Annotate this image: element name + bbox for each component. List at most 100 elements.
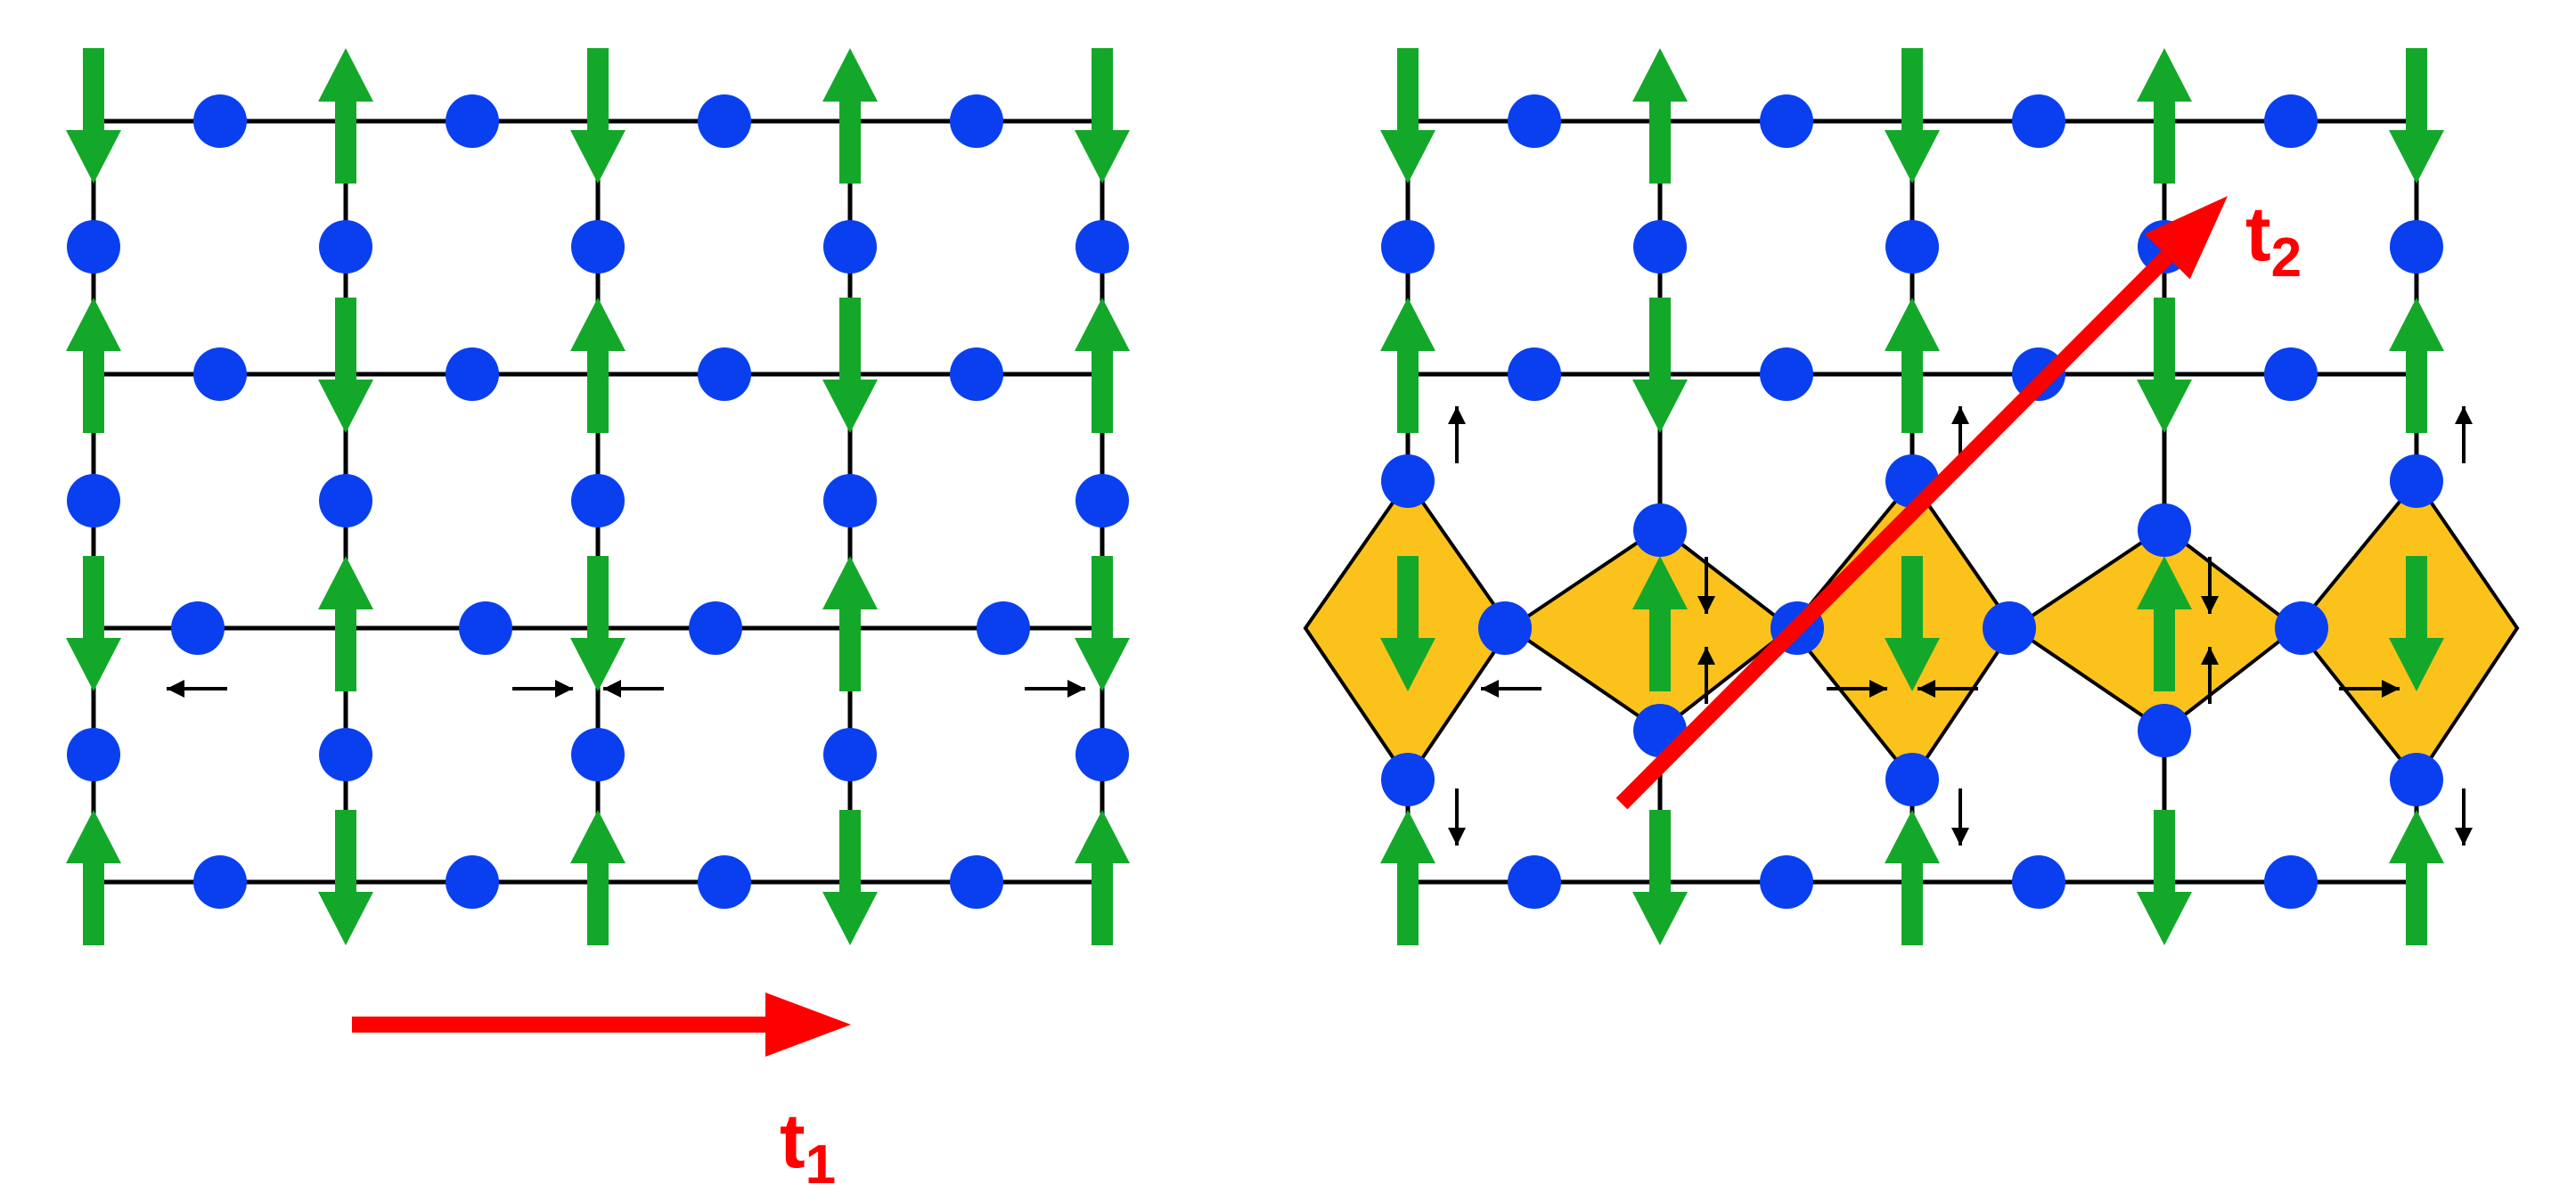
atom-dot — [823, 728, 877, 781]
atom-dot — [571, 474, 625, 527]
atom-dot — [1760, 347, 1813, 401]
translation-vector-t1 — [352, 993, 851, 1057]
spin-arrow-icon — [1632, 298, 1688, 433]
t1-vector-label: t1 — [780, 1099, 836, 1196]
spin-arrow-icon — [1632, 556, 1688, 691]
spin-arrow-icon — [2137, 810, 2192, 945]
displacement-arrow-icon — [2201, 557, 2219, 614]
spin-arrow-icon — [1380, 298, 1435, 433]
spin-arrow-icon — [822, 48, 878, 184]
atom-dot — [698, 347, 751, 401]
atom-dot — [319, 220, 372, 274]
displacement-arrow-icon — [1918, 680, 1978, 698]
atom-dot — [446, 855, 499, 909]
spin-arrow-icon — [1075, 298, 1130, 433]
atom-dot — [950, 855, 1003, 909]
t2-vector-label: t2 — [2245, 192, 2302, 289]
atom-dot — [689, 601, 742, 655]
spin-arrow-icon — [318, 48, 373, 184]
atom-dot — [2138, 503, 2191, 557]
atom-dot — [2275, 601, 2328, 655]
spin-arrow-icon — [2389, 48, 2444, 184]
atom-dot — [459, 601, 512, 655]
atom-dot — [2264, 855, 2318, 909]
atom-dot — [571, 728, 625, 781]
displacement-arrow-icon — [1697, 557, 1715, 614]
atom-dot — [571, 220, 625, 274]
atom-dot — [1760, 855, 1813, 909]
atom-dot — [319, 474, 372, 527]
spin-arrow-icon — [570, 298, 626, 433]
spin-arrow-icon — [1380, 48, 1435, 184]
atom-dot — [67, 474, 120, 527]
spin-arrow-icon — [1075, 48, 1130, 184]
spin-arrow-icon — [1632, 48, 1688, 184]
atom-dot — [171, 601, 225, 655]
spin-arrow-icon — [2137, 556, 2192, 691]
spin-arrow-icon — [1380, 556, 1435, 691]
atom-dot — [698, 855, 751, 909]
spin-arrow-icon — [66, 556, 121, 691]
spin-arrow-icon — [66, 810, 121, 945]
atom-dot — [2390, 220, 2443, 274]
atom-dot — [2390, 753, 2443, 806]
displacement-arrow-icon — [2201, 647, 2219, 704]
atom-dot — [319, 728, 372, 781]
displacement-arrow-icon — [1025, 680, 1085, 698]
spin-arrow-icon — [318, 298, 373, 433]
displacement-arrow-icon — [1448, 406, 1466, 463]
atom-dot — [1075, 474, 1129, 527]
atom-dot — [193, 855, 247, 909]
spin-arrow-icon — [2389, 810, 2444, 945]
atom-dot — [1478, 601, 1532, 655]
atom-dot — [1381, 753, 1435, 806]
atom-dot — [1075, 220, 1129, 274]
atom-dot — [2012, 855, 2065, 909]
atom-dot — [1381, 454, 1435, 508]
atom-dot — [950, 347, 1003, 401]
atom-dot — [977, 601, 1030, 655]
atom-dot — [1760, 94, 1813, 148]
spin-arrow-icon — [570, 556, 626, 691]
spin-arrow-icon — [2137, 48, 2192, 184]
atom-dot — [2390, 454, 2443, 508]
displacement-arrow-icon — [512, 680, 573, 698]
atom-dot — [67, 220, 120, 274]
atom-dot — [193, 347, 247, 401]
spin-arrow-icon — [1075, 556, 1130, 691]
atom-dot — [1381, 220, 1435, 274]
atom-dot — [1633, 503, 1687, 557]
atom-dot — [446, 94, 499, 148]
atom-dot — [1983, 601, 2036, 655]
displacement-arrow-icon — [167, 680, 227, 698]
spin-arrow-icon — [1632, 810, 1688, 945]
displacement-arrow-icon — [603, 680, 664, 698]
spin-arrow-icon — [570, 48, 626, 184]
atom-dot — [823, 220, 877, 274]
spin-arrow-icon — [318, 556, 373, 691]
atom-dot — [2138, 704, 2191, 757]
spin-arrow-icon — [822, 298, 878, 433]
atom-dot — [2264, 94, 2318, 148]
spin-arrow-icon — [66, 298, 121, 433]
spin-arrow-icon — [822, 556, 878, 691]
atom-dot — [698, 94, 751, 148]
spin-arrow-icon — [1075, 810, 1130, 945]
atom-dot — [1885, 220, 1939, 274]
atom-dot — [446, 347, 499, 401]
atom-dot — [1508, 855, 1561, 909]
atom-dot — [1633, 220, 1687, 274]
spin-arrow-icon — [1885, 298, 1940, 433]
displacement-arrow-icon — [1827, 680, 1887, 698]
atom-dot — [950, 94, 1003, 148]
spin-arrow-icon — [2137, 298, 2192, 433]
atom-dot — [2264, 347, 2318, 401]
left-panel-lattice — [66, 48, 1130, 945]
atom-dot — [1075, 728, 1129, 781]
displacement-arrow-icon — [2455, 788, 2473, 846]
displacement-arrow-icon — [2455, 406, 2473, 463]
displacement-arrow-icon — [1697, 647, 1715, 704]
spin-arrow-icon — [1885, 810, 1940, 945]
spin-arrow-icon — [570, 810, 626, 945]
